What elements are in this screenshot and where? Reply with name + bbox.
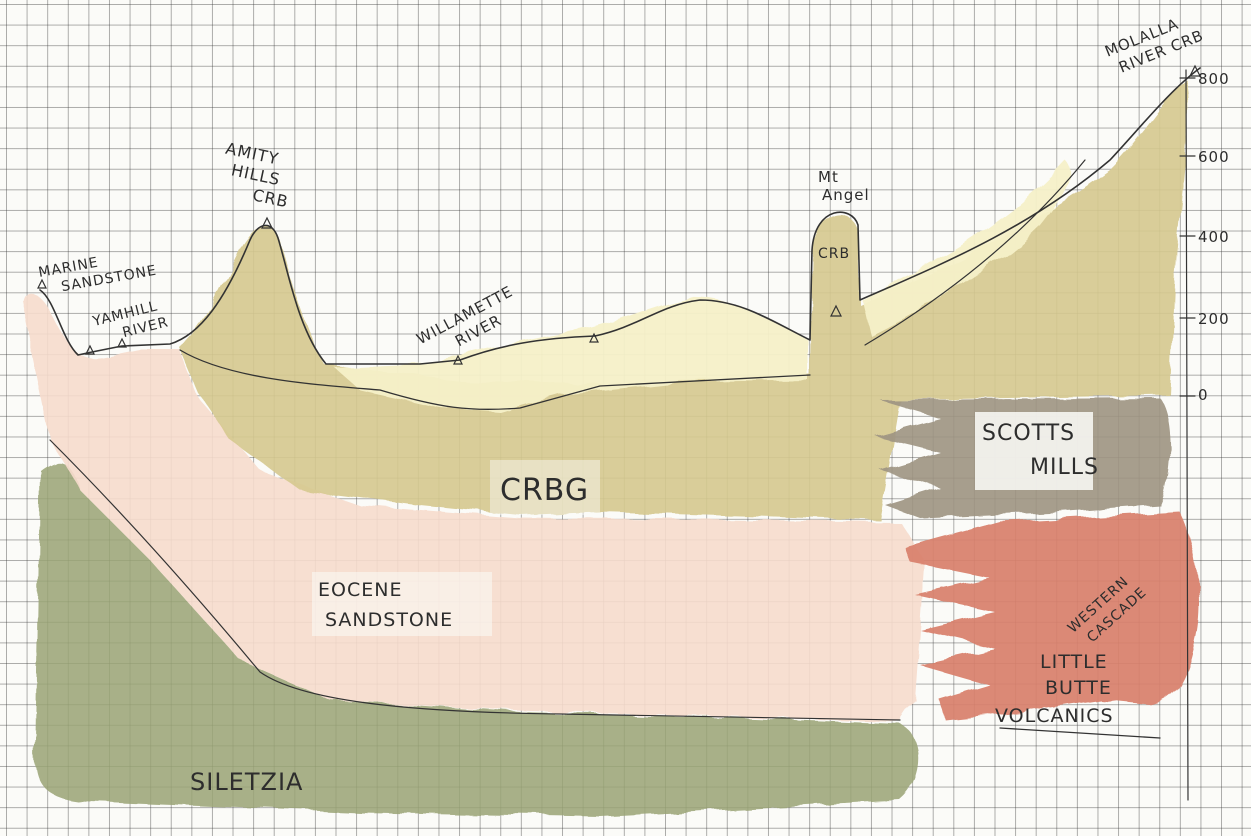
marine-sandstone-marker-icon <box>38 280 46 288</box>
eocene-label-line2: SANDSTONE <box>325 609 453 631</box>
scotts-label-line1: SCOTTS <box>982 421 1075 446</box>
crbg-label: CRBG <box>500 473 589 508</box>
scale-label-600: 600 <box>1198 148 1230 166</box>
little-label-line2: BUTTE <box>1045 677 1112 699</box>
little-butte-underline <box>1000 728 1160 738</box>
yamhill-river-label: YAMHILL RIVER <box>90 297 170 348</box>
marine-sandstone-label: MARINE SANDSTONE <box>37 245 158 299</box>
mt-angel-label-line2: Angel <box>822 186 870 204</box>
scale-axis-line <box>1186 70 1188 800</box>
mt-angel-label-line1: Mt <box>818 168 839 186</box>
amity-label-line3: CRB <box>251 185 290 211</box>
scale-label-0: 0 <box>1198 386 1209 404</box>
scale-label-200: 200 <box>1198 310 1230 328</box>
scotts-label-line2: MILLS <box>1030 455 1099 480</box>
little-label-line3: VOLCANICS <box>995 705 1114 727</box>
amity-hills-label: AMITY HILLS CRB <box>216 139 299 212</box>
mt-angel-label: Mt Angel CRB <box>818 168 870 262</box>
scale-label-800: 800 <box>1198 70 1230 88</box>
little-label-line1: LITTLE <box>1040 651 1108 673</box>
mt-angel-crb-label: CRB <box>818 246 850 262</box>
scale-label-400: 400 <box>1198 228 1230 246</box>
eocene-label-line1: EOCENE <box>318 579 402 601</box>
siletzia-label: SILETZIA <box>190 768 303 796</box>
molalla-river-label: MOLALLA RIVER CRB <box>1102 8 1206 80</box>
